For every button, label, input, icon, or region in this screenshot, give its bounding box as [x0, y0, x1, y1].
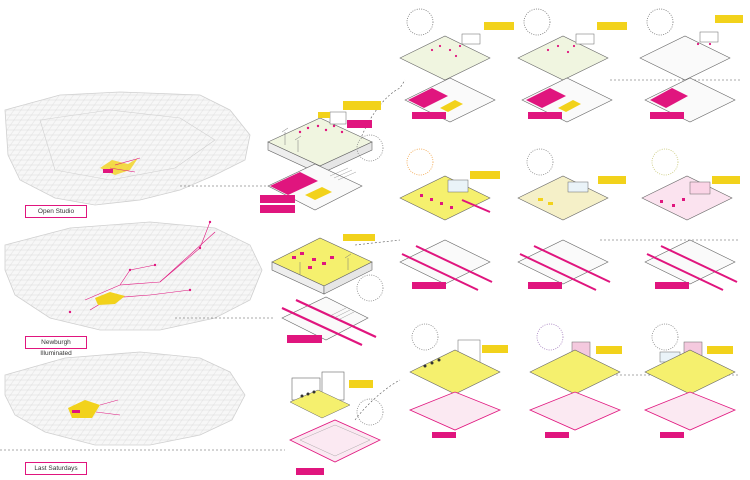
right-stack-row1-col3: [639, 8, 743, 123]
city-map-newburgh-illuminated: [4, 220, 263, 331]
right-stack-row3-col2: [528, 323, 622, 438]
label-open-studio: Open Studio: [25, 205, 87, 218]
center-stack-illuminated: [271, 234, 384, 346]
right-stack-row1-col2: [517, 8, 627, 123]
right-stack-row2-col1: [399, 148, 500, 291]
center-stack-open-studio: [260, 101, 384, 213]
label-last-saturdays: Last Saturdays: [25, 462, 87, 475]
right-stack-row3-col3: [643, 323, 737, 438]
city-map-last-saturdays: [4, 351, 246, 446]
illuminated-route-lines: [84, 221, 216, 311]
right-stack-row2-col2: [517, 148, 626, 291]
center-stack-last-saturdays: [289, 371, 384, 475]
label-newburgh-illuminated: Newburgh Illuminated: [25, 336, 87, 357]
right-stack-row2-col3: [641, 148, 740, 291]
right-stack-row1-col1: [399, 8, 514, 123]
open-studio-sites: [100, 157, 141, 175]
right-stack-row3-col1: [408, 323, 508, 438]
city-map-open-studio: [4, 91, 251, 208]
